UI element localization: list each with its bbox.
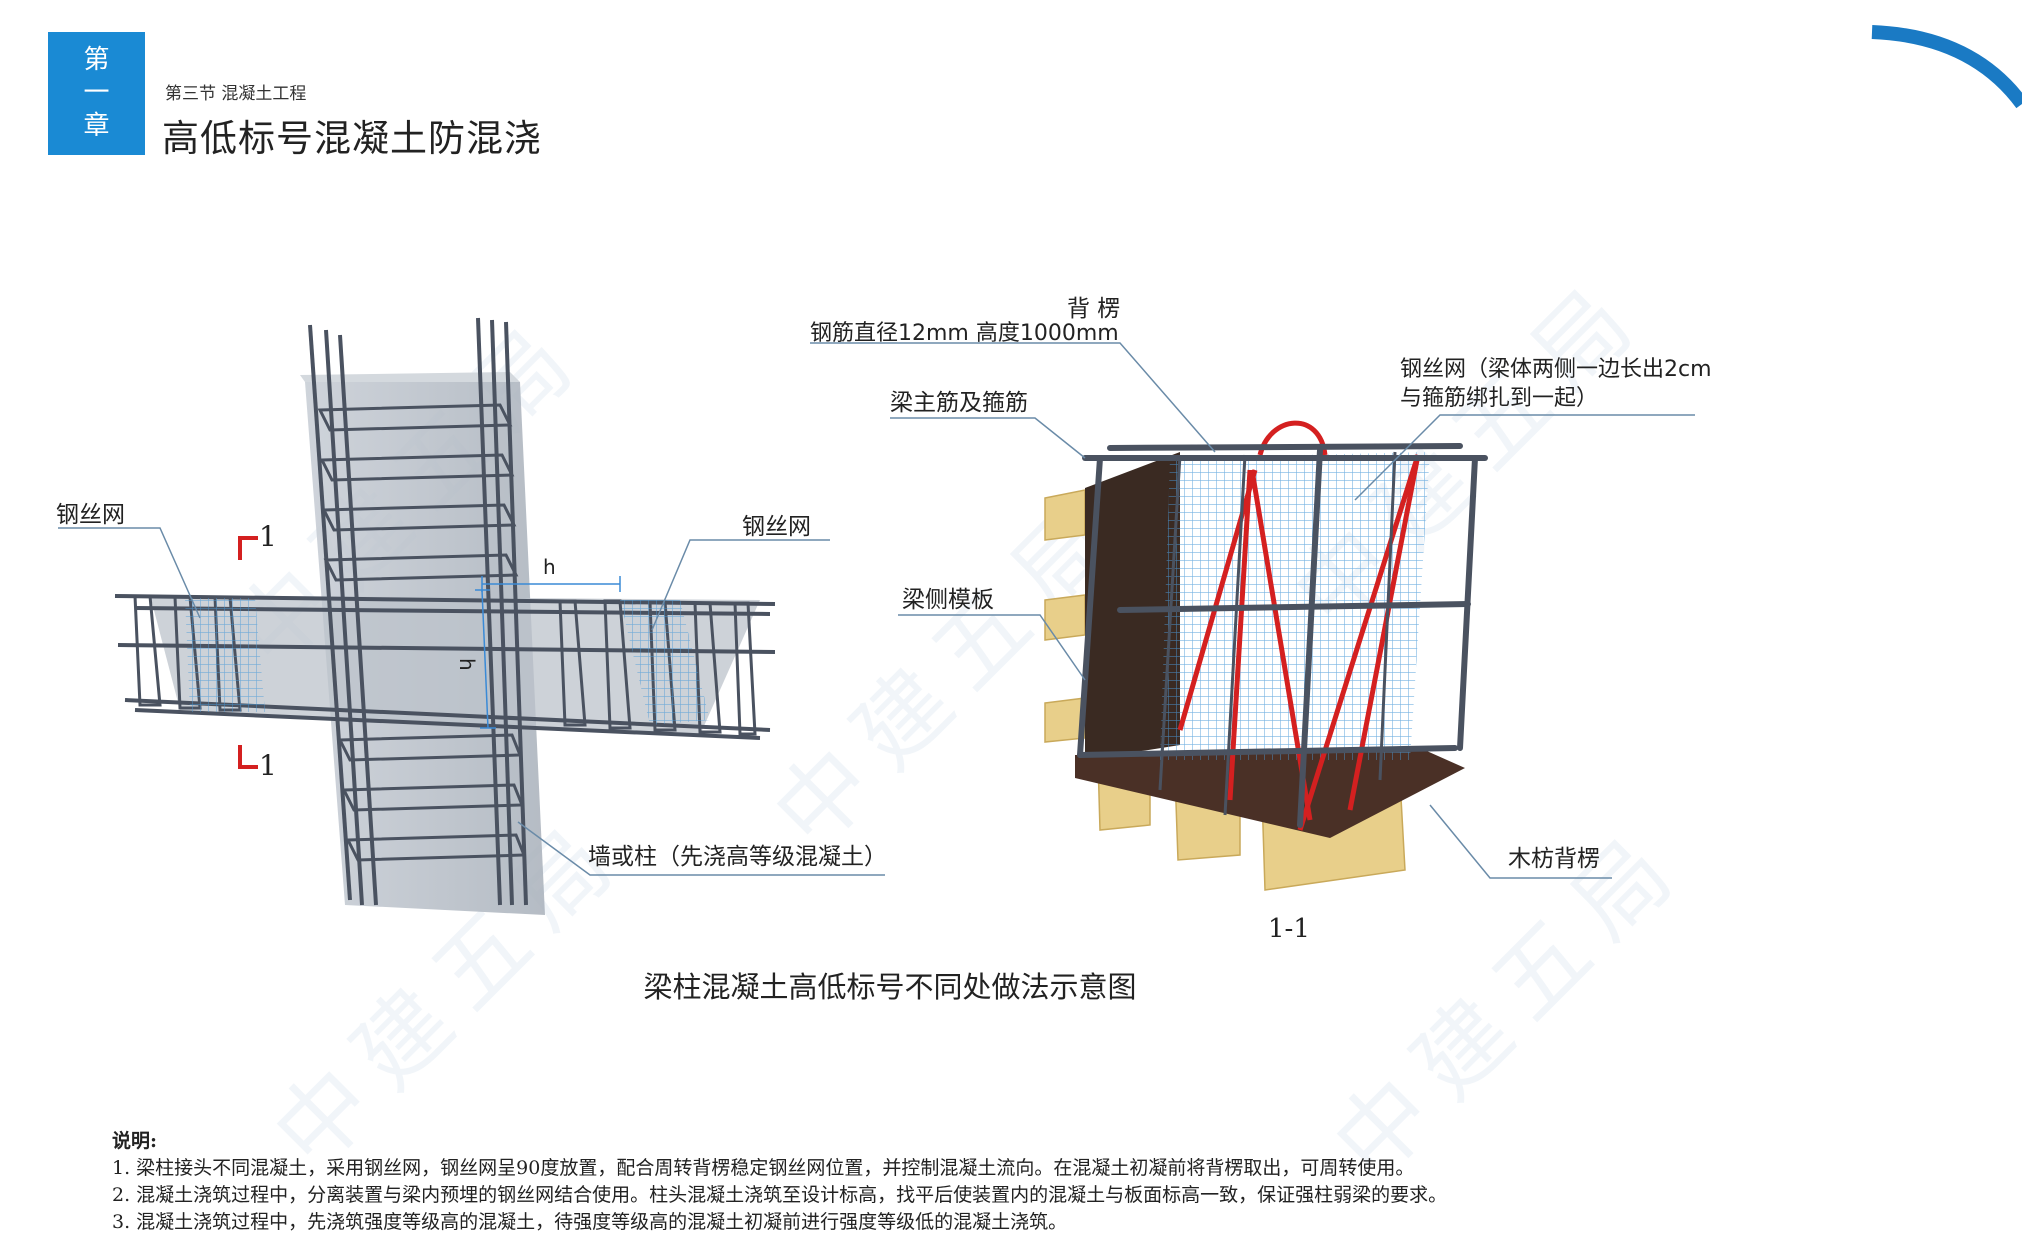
label-back-brace-spec: 钢筋直径12mm 高度1000mm — [810, 321, 1119, 346]
dimension-lines — [475, 576, 621, 729]
section-mark-bottom: 1 — [259, 749, 277, 782]
beam-column-joint-3d: h h 1 1 钢丝网 钢丝网 墙或柱（先浇高等级混凝土） — [56, 317, 887, 915]
section-1-1-3d: 背 楞 钢筋直径12mm 高度1000mm 梁主筋及箍筋 钢丝网（梁体两侧一边长… — [810, 296, 1712, 891]
label-beam-side-form: 梁侧模板 — [902, 587, 994, 613]
chapter-char: 章 — [83, 111, 110, 141]
notes-block: 说明: 1. 梁柱接头不同混凝土，采用钢丝网，钢丝网呈90度放置，配合周转背楞稳… — [112, 1128, 1447, 1236]
corner-decoration — [1871, 25, 2022, 109]
section-label: 1-1 — [1268, 914, 1310, 944]
beam-side-form — [1085, 452, 1180, 760]
label-steel-mesh-line1: 钢丝网（梁体两侧一边长出2cm — [1400, 357, 1712, 382]
steel-mesh-left — [185, 598, 265, 712]
dim-h-horizontal: h — [543, 555, 556, 579]
label-mesh-left: 钢丝网 — [56, 502, 125, 528]
column-stirrups — [317, 403, 527, 862]
section-mark-top: 1 — [259, 520, 277, 553]
rebar-verticals — [1158, 451, 1397, 816]
chapter-char: 第 — [83, 45, 110, 75]
section-label: 第三节 混凝土工程 — [165, 84, 307, 104]
label-steel-mesh-line2: 与箍筋绑扎到一起） — [1400, 386, 1598, 411]
note-item: 2. 混凝土浇筑过程中，分离装置与梁内预埋的钢丝网结合使用。柱头混凝土浇筑至设计… — [112, 1184, 1448, 1206]
label-mesh-right: 钢丝网 — [742, 514, 811, 540]
dim-h-vertical: h — [455, 658, 479, 671]
note-item: 3. 混凝土浇筑过程中，先浇筑强度等级高的混凝土，待强度等级高的混凝土初凝前进行… — [112, 1211, 1068, 1233]
section-mark-top-icon — [238, 536, 258, 560]
notes-heading: 说明: — [112, 1130, 158, 1152]
steel-mesh-right — [620, 600, 710, 725]
label-wall-column: 墙或柱（先浇高等级混凝土） — [588, 844, 887, 870]
note-item: 1. 梁柱接头不同混凝土，采用钢丝网，钢丝网呈90度放置，配合周转背楞稳定钢丝网… — [112, 1157, 1415, 1179]
base-form — [1075, 748, 1465, 838]
back-brace-markers — [1177, 420, 1421, 831]
page-title: 高低标号混凝土防混浇 — [162, 117, 542, 160]
label-timber-brace: 木枋背楞 — [1508, 846, 1600, 872]
label-back-brace-title: 背 楞 — [1067, 296, 1120, 322]
rebar-frame — [1077, 443, 1488, 828]
label-beam-rebar: 梁主筋及箍筋 — [890, 390, 1028, 416]
section-mark-bottom-icon — [238, 745, 258, 769]
figure-caption: 梁柱混凝土高低标号不同处做法示意图 — [643, 970, 1137, 1004]
chapter-badge: 第 一 章 — [48, 32, 145, 155]
chapter-char: 一 — [83, 78, 110, 108]
